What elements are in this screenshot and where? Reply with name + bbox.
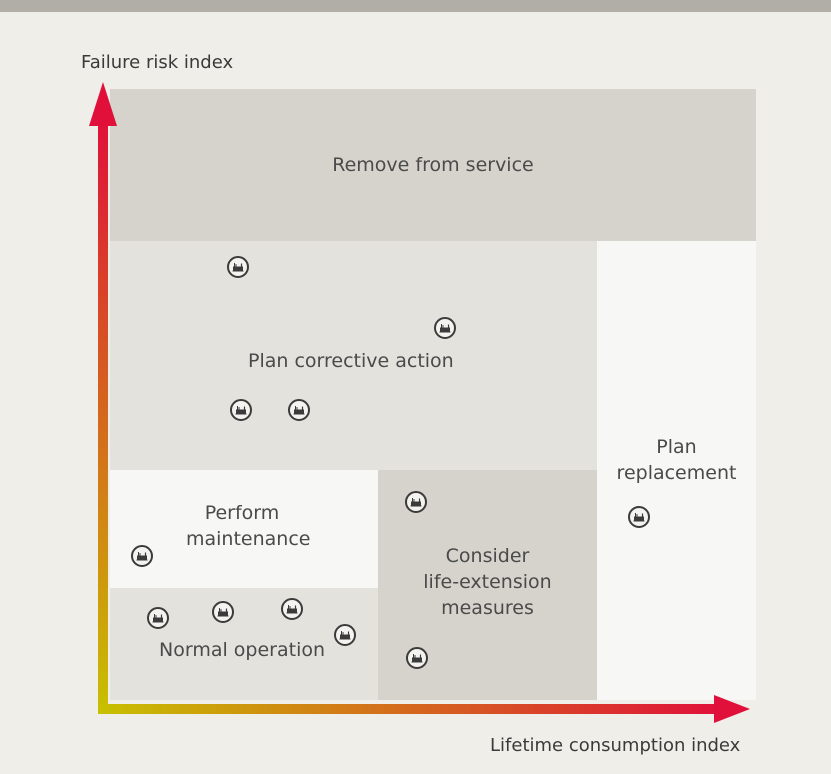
zone-label-life-extension: Consider life-extension measures [423, 545, 552, 619]
y-axis-label: Failure risk index [81, 52, 234, 73]
zone-label-plan-replacement: Plan replacement [616, 436, 737, 484]
transformer-unit-icon [147, 607, 169, 629]
transformer-unit-icon [406, 647, 428, 669]
x-axis-line [98, 704, 722, 714]
zone-normal-operation: Normal operation [110, 588, 378, 700]
transformer-unit-icon [230, 399, 252, 421]
header-bar [0, 0, 831, 12]
transformer-unit-icon [131, 545, 153, 567]
zone-label-remove-from-service: Remove from service [332, 154, 534, 176]
transformer-unit-icon [434, 317, 456, 339]
zone-plan-replacement: Plan replacement [597, 241, 756, 700]
transformer-unit-icon [281, 598, 303, 620]
zone-remove-from-service: Remove from service [110, 89, 756, 241]
zone-label-plan-corrective-action: Plan corrective action [248, 350, 454, 372]
transformer-unit-icon [227, 256, 249, 278]
y-axis-arrowhead [89, 82, 117, 126]
zone-perform-maintenance: Perform maintenance [110, 470, 378, 588]
zone-plan-corrective-action: Plan corrective action [110, 241, 597, 470]
transformer-unit-icon [212, 601, 234, 623]
zone-label-perform-maintenance: Perform maintenance [186, 502, 311, 550]
transformer-unit-icon [628, 506, 650, 528]
transformer-unit-icon [334, 624, 356, 646]
x-axis-label: Lifetime consumption index [490, 735, 741, 756]
zone-label-normal-operation: Normal operation [159, 639, 326, 661]
x-axis-arrowhead [714, 695, 750, 723]
y-axis-line [98, 120, 108, 714]
transformer-unit-icon [288, 399, 310, 421]
transformer-unit-icon [405, 491, 427, 513]
